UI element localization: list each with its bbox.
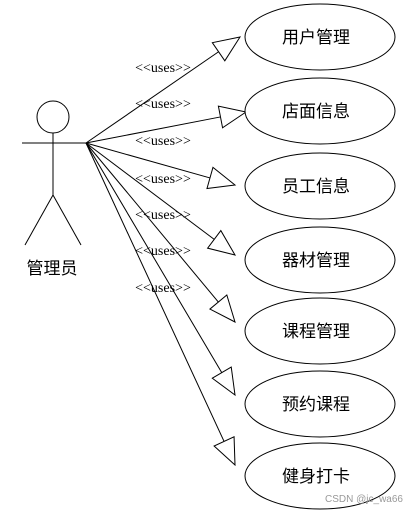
relation-arrowhead xyxy=(209,294,236,323)
relation-label: <<uses>> xyxy=(135,134,191,149)
relation-arrowhead xyxy=(217,105,248,129)
relation-line xyxy=(85,142,225,442)
use-case-label: 健身打卡 xyxy=(282,467,350,487)
actor-head xyxy=(36,100,70,134)
actor-stick-figure xyxy=(22,100,86,246)
relation-line xyxy=(85,51,219,144)
relation-label: <<uses>> xyxy=(135,244,191,259)
relation-arrowhead xyxy=(211,36,242,62)
use-case-label: 器材管理 xyxy=(282,251,350,271)
relation-label: <<uses>> xyxy=(135,97,191,112)
relation-arrowhead xyxy=(206,166,237,190)
use-case-ellipse xyxy=(244,370,396,438)
actor-label: 管理员 xyxy=(27,259,78,279)
relation-arrowhead xyxy=(213,436,236,467)
relation-label: <<uses>> xyxy=(135,281,191,296)
use-case-label: 店面信息 xyxy=(282,102,350,122)
actor-right-leg xyxy=(52,194,82,246)
relation-line xyxy=(85,142,223,373)
use-case-ellipse xyxy=(244,77,396,145)
relation-line xyxy=(85,142,211,179)
use-case-label: 员工信息 xyxy=(282,177,350,197)
relations-group xyxy=(85,36,248,467)
relation-line xyxy=(85,142,215,240)
use-case-ellipse xyxy=(244,3,396,71)
use-case-ellipse xyxy=(244,152,396,220)
relation-line xyxy=(85,142,219,303)
relation-arrowhead xyxy=(211,366,236,397)
relation-labels-group: <<uses>> <<uses>> <<uses>> <<uses>> <<uses>>… xyxy=(135,61,191,296)
actor-left-leg xyxy=(24,194,54,246)
relation-label: <<uses>> xyxy=(135,61,191,76)
use-case-label: 预约课程 xyxy=(282,395,350,415)
relation-label: <<uses>> xyxy=(135,208,191,223)
use-case-label: 用户管理 xyxy=(282,28,350,48)
relation-label: <<uses>> xyxy=(135,172,191,187)
relation-line xyxy=(85,116,221,144)
watermark-text: CSDN @jc_wa66 xyxy=(325,494,403,505)
use-case-ellipse xyxy=(244,226,396,294)
use-case-label: 课程管理 xyxy=(282,322,350,342)
use-case-ellipse xyxy=(244,442,396,510)
use-case-ellipse xyxy=(244,297,396,365)
relation-arrowhead xyxy=(206,229,237,256)
